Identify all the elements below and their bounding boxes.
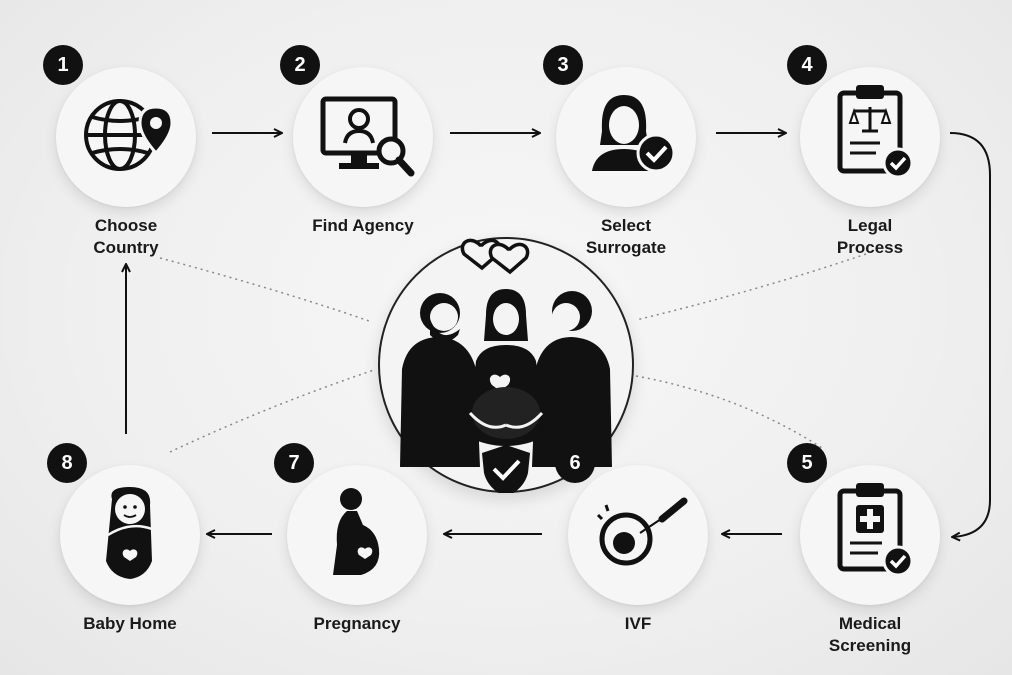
step-8-circle (60, 465, 200, 605)
computer-search-icon (320, 96, 415, 177)
step-5-label: Medical Screening (828, 614, 912, 655)
family-icon (400, 289, 612, 467)
swaddled-baby-icon (106, 487, 153, 579)
step-4-circle (800, 67, 940, 207)
hearts-icon (460, 238, 530, 275)
dotted-line-1 (159, 257, 373, 323)
step-2-badge: 2 (280, 45, 320, 85)
step-3-label: Select Surrogate (585, 216, 667, 257)
step-4-badge: 4 (787, 45, 827, 85)
step-7-circle (287, 465, 427, 605)
step-4-label: Legal Process (836, 216, 904, 257)
clipboard-medical-icon (837, 483, 914, 577)
step-8-badge: 8 (47, 443, 87, 483)
step-3-circle (556, 67, 696, 207)
arrow-4-to-5 (949, 132, 991, 537)
step-1: 1 Choose Country (43, 45, 201, 257)
dotted-line-5 (635, 375, 823, 449)
step-2-label: Find Agency (312, 216, 414, 235)
dotted-line-4 (635, 253, 867, 321)
step-2-circle (293, 67, 433, 207)
step-4: 4 Legal Process (787, 45, 945, 257)
step-1-label: Choose Country (93, 216, 159, 257)
step-1-badge: 1 (43, 45, 83, 85)
egg-injection-icon (596, 497, 688, 566)
step-8-label: Baby Home (83, 614, 177, 633)
clipboard-scales-icon (837, 85, 914, 179)
step-1-circle (56, 67, 196, 207)
step-7-label: Pregnancy (313, 614, 401, 633)
step-6: 6 IVF (555, 443, 713, 645)
step-7-badge: 7 (274, 443, 314, 483)
globe-location-icon (84, 99, 174, 171)
step-2: 2 Find Agency (280, 45, 438, 247)
shield-check-icon (482, 445, 530, 493)
dotted-line-8 (169, 369, 375, 453)
step-7: 7 Pregnancy (274, 443, 432, 645)
woman-check-icon (592, 95, 676, 173)
step-5-badge: 5 (787, 443, 827, 483)
step-8: 8 Baby Home (47, 443, 205, 645)
step-6-circle (568, 465, 708, 605)
step-3: 3 Select Surrogate (543, 45, 701, 257)
step-3-badge: 3 (543, 45, 583, 85)
step-5: 5 Medical Screening (787, 443, 945, 655)
center-illustration (378, 237, 634, 493)
pregnant-woman-icon (333, 488, 380, 575)
step-5-circle (800, 465, 940, 605)
step-6-badge: 6 (555, 443, 595, 483)
step-6-label: IVF (624, 614, 652, 633)
